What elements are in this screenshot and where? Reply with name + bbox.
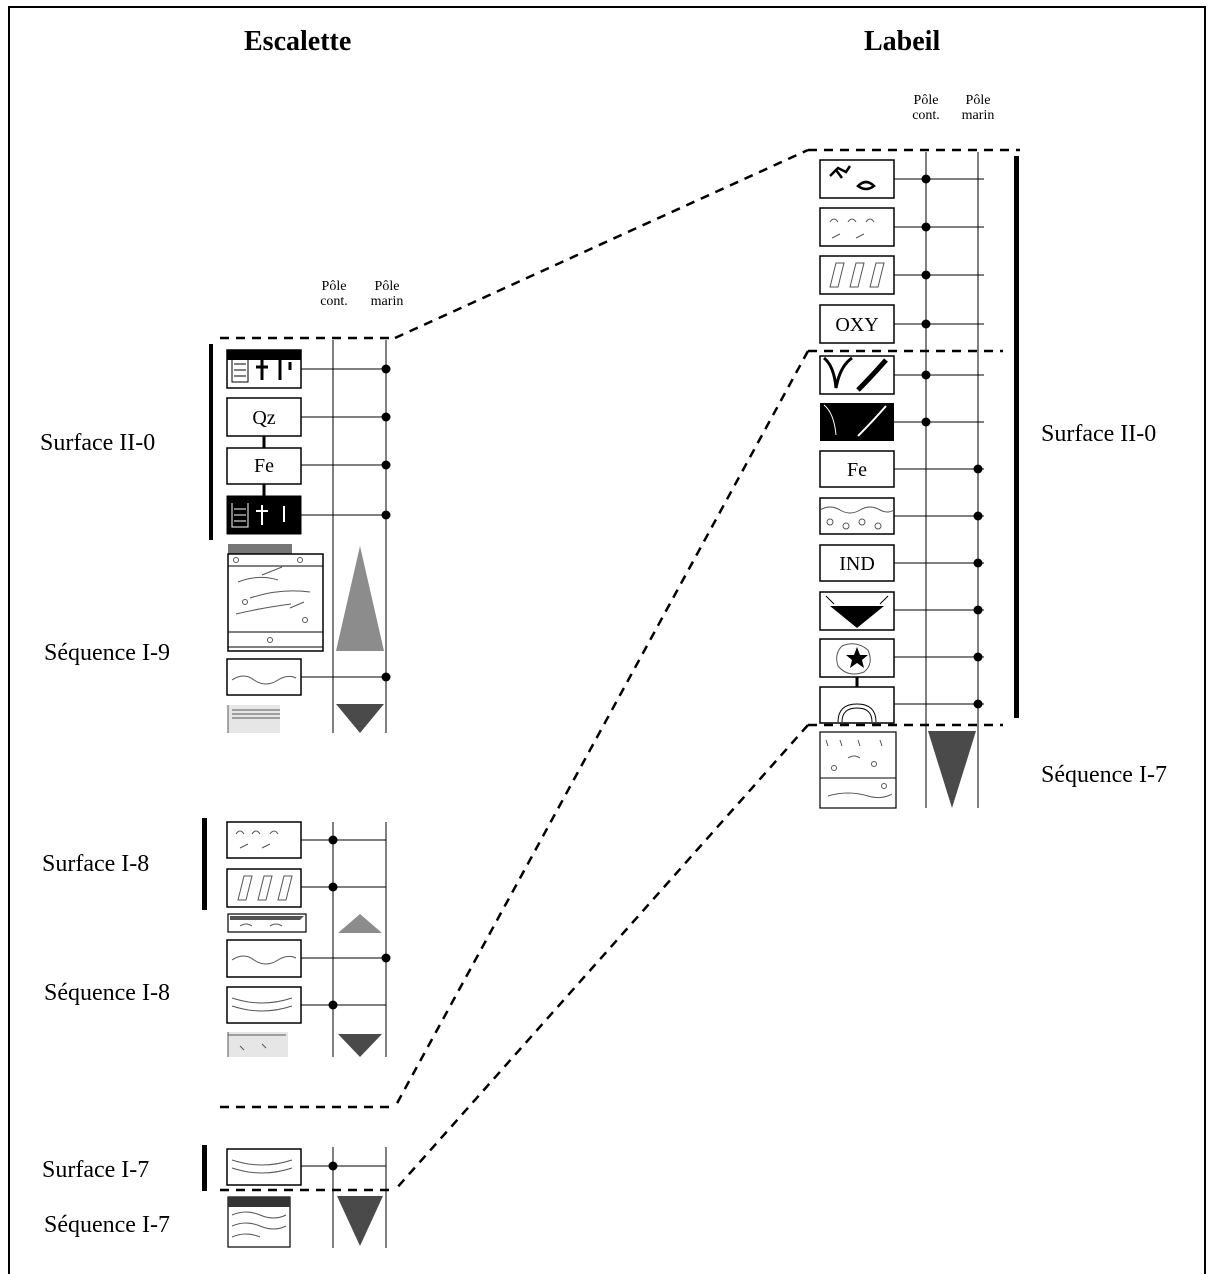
right-marker-11 bbox=[974, 653, 983, 662]
right-fe-text: Fe bbox=[847, 459, 867, 481]
right-oxy-text: OXY bbox=[835, 314, 878, 336]
left-surface-ii0-bar bbox=[209, 344, 213, 540]
correlation-mid bbox=[395, 351, 808, 1107]
right-box-karst-open bbox=[820, 356, 894, 394]
left-laminated-unit bbox=[228, 705, 280, 733]
right-surface-ii0-bar bbox=[1014, 156, 1019, 718]
left-marker-2 bbox=[382, 413, 391, 422]
left-fe-text: Fe bbox=[254, 455, 274, 477]
left-hardground-i8 bbox=[228, 914, 306, 932]
right-box-arch bbox=[820, 687, 894, 723]
left-marker-9 bbox=[329, 1001, 338, 1010]
right-marker-7 bbox=[974, 465, 983, 474]
left-box-borings-top bbox=[227, 350, 301, 388]
right-trend-down-i7 bbox=[928, 731, 976, 808]
escalette-column: Qz Fe bbox=[202, 340, 391, 1248]
left-box-borings-bottom bbox=[227, 496, 301, 534]
left-surface-i8-bar bbox=[202, 818, 207, 910]
right-box-karst-filled bbox=[820, 403, 894, 441]
correlation-top bbox=[395, 150, 808, 338]
right-box-bioclasts bbox=[820, 160, 894, 198]
left-sequence-i9-lithology bbox=[228, 544, 323, 651]
left-marker-5 bbox=[382, 673, 391, 682]
left-marker-8 bbox=[382, 954, 391, 963]
left-box-ripples bbox=[227, 987, 301, 1023]
left-box-wavy-i8 bbox=[227, 940, 301, 977]
right-box-ooids bbox=[820, 498, 894, 534]
right-sequence-i7-lithology bbox=[820, 732, 896, 808]
left-qz-text: Qz bbox=[252, 407, 275, 429]
left-trend-up-i9 bbox=[336, 546, 384, 651]
right-marker-1 bbox=[922, 175, 931, 184]
left-box-ripples-i7 bbox=[227, 1149, 301, 1185]
right-marker-3 bbox=[922, 271, 931, 280]
left-marker-7 bbox=[329, 883, 338, 892]
right-box-rhombs bbox=[820, 256, 894, 294]
right-marker-2 bbox=[922, 223, 931, 232]
right-box-star-clast bbox=[820, 639, 894, 677]
right-ind-text: IND bbox=[839, 553, 875, 575]
left-marker-3 bbox=[382, 461, 391, 470]
left-trend-down-i8 bbox=[338, 1034, 382, 1057]
left-marker-6 bbox=[329, 836, 338, 845]
left-laminated-unit-i8 bbox=[228, 1032, 288, 1057]
left-trend-down-i7 bbox=[337, 1196, 383, 1246]
right-marker-6 bbox=[922, 418, 931, 427]
right-marker-5 bbox=[922, 371, 931, 380]
left-trend-down-i9 bbox=[336, 704, 384, 733]
left-sequence-i7-lithology bbox=[228, 1197, 290, 1247]
right-marker-4 bbox=[922, 320, 931, 329]
right-box-nodules bbox=[820, 208, 894, 246]
correlation-bottom bbox=[395, 725, 808, 1190]
left-marker-1 bbox=[382, 365, 391, 374]
right-marker-12 bbox=[974, 700, 983, 709]
left-marker-10 bbox=[329, 1162, 338, 1171]
right-marker-10 bbox=[974, 606, 983, 615]
right-marker-9 bbox=[974, 559, 983, 568]
left-box-rhombs bbox=[227, 869, 301, 907]
right-box-infill bbox=[820, 592, 894, 630]
left-surface-i7-bar bbox=[202, 1145, 207, 1191]
right-marker-8 bbox=[974, 512, 983, 521]
left-trend-up-i8 bbox=[338, 914, 382, 933]
left-marker-4 bbox=[382, 511, 391, 520]
labeil-column: OXY Fe IND bbox=[820, 152, 1019, 808]
left-box-nodules bbox=[227, 822, 301, 858]
